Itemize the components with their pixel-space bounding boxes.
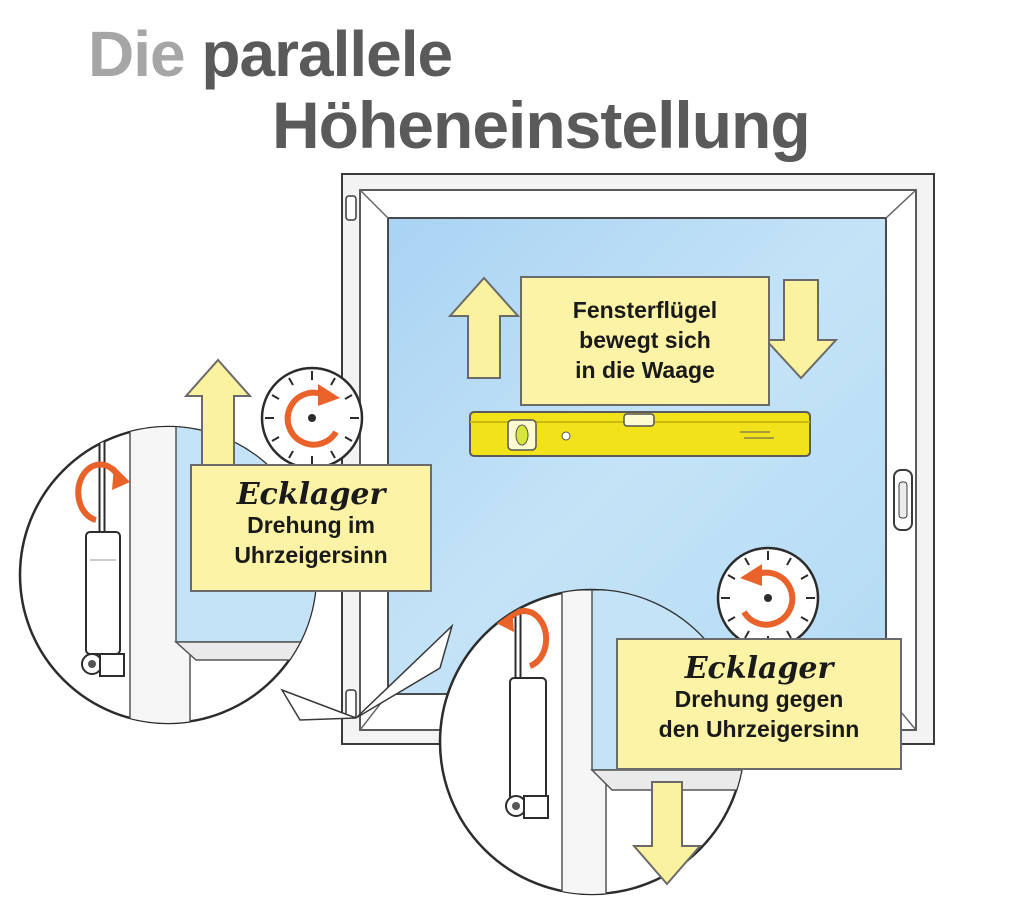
title-word-dark: parallele	[201, 18, 453, 90]
label-center-line-1: Fensterflügel	[572, 297, 718, 323]
label-center-line-3: in die Waage	[575, 356, 715, 383]
callout-pointer-left	[280, 688, 357, 721]
up-arrow-icon	[447, 276, 521, 379]
label-right-line-1: Drehung gegen	[674, 686, 844, 712]
label-right-heading: Ecklager	[684, 651, 834, 686]
label-right-line-2: den Uhrzeigersinn	[658, 715, 860, 742]
clock-clockwise-icon	[260, 366, 364, 470]
label-center: Fensterflügel bewegt sich in die Waage	[520, 276, 770, 406]
callout-pointer-right	[355, 623, 454, 719]
clock-counterclockwise-icon	[716, 546, 820, 650]
label-left-line-2: Uhrzeigersinn	[234, 541, 388, 568]
spirit-level-icon	[469, 411, 811, 457]
title-word-light: Die	[88, 18, 186, 90]
page-title-line-1: Die parallele	[88, 22, 453, 86]
page-title-line-2: Höheneinstellung	[272, 88, 811, 162]
label-right: Ecklager Drehung gegen den Uhrzeigersinn	[616, 638, 902, 770]
window-handle-icon	[893, 469, 913, 531]
down-arrow-icon	[763, 279, 839, 380]
label-left: Ecklager Drehung im Uhrzeigersinn	[190, 464, 432, 592]
rotation-arrow-counterclockwise	[505, 608, 550, 669]
rotation-arrow-clockwise	[75, 461, 121, 523]
down-arrow-icon	[631, 781, 703, 886]
up-arrow-icon	[183, 358, 253, 467]
label-center-line-2: bewegt sich	[579, 326, 711, 353]
label-left-line-1: Drehung im	[247, 512, 375, 538]
label-left-heading: Ecklager	[236, 477, 386, 512]
